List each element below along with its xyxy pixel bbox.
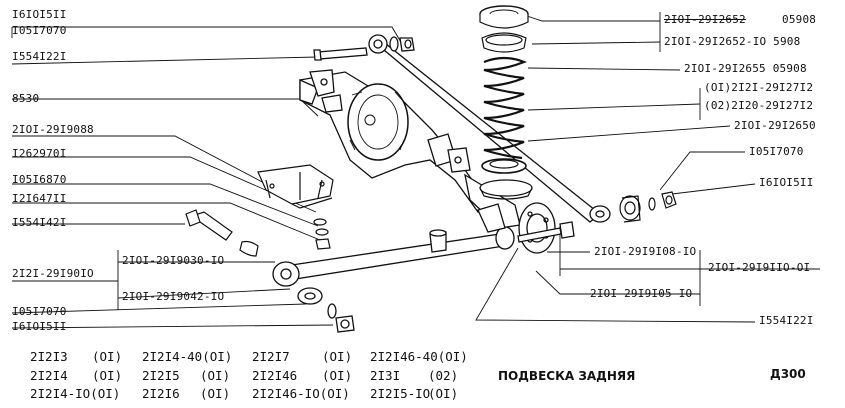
callout-r1a: 2IOI-29I2652 xyxy=(664,13,746,26)
wheel-hub xyxy=(517,202,575,254)
callout-r9: 2IOI-29I9I08-IO xyxy=(594,245,697,258)
callout-l6: I262970I xyxy=(12,147,67,160)
model-code: 2I2I46-40(OI) xyxy=(370,349,468,364)
callout-r10: 2IOI-29I9IIO-OI xyxy=(708,261,811,274)
page-code: Д300 xyxy=(770,367,806,381)
callout-l2: I05I7070 xyxy=(12,24,67,37)
callout-l4: 8530 xyxy=(12,92,40,105)
callout-l13: I05I7070 xyxy=(12,305,67,318)
callout-r2: 2IOI-29I2652-IO 5908 xyxy=(664,35,801,48)
callout-l14: I6IOI5II xyxy=(12,320,67,333)
model-code: 2I2I46 xyxy=(252,368,298,383)
callout-r1b: 05908 xyxy=(782,13,817,26)
model-code: (OI) xyxy=(92,349,123,364)
callout-l12: 2IOI-29I9042-IO xyxy=(122,290,225,303)
model-code: 2I3I xyxy=(370,368,401,383)
callout-l9: I554I42I xyxy=(12,216,67,229)
callout-l3: I554I22I xyxy=(12,50,67,63)
callout-r8: I6IOI5II xyxy=(759,176,814,189)
model-code: 2I2I6 xyxy=(142,386,180,401)
model-code: 2I2I5 xyxy=(142,368,180,383)
model-code: 2I2I5-IO xyxy=(370,386,431,401)
lower-trailing-arm xyxy=(272,203,515,333)
leader-lines xyxy=(11,12,820,329)
upper-trailing-arm xyxy=(313,34,611,223)
callout-r11: 2IOI-29I9I05-IO xyxy=(590,287,693,300)
callout-l10: 2I2I-29I90IO xyxy=(12,267,94,280)
model-code: (OI) xyxy=(322,368,353,383)
callout-r4: (OI)2I2I-29I27I2 xyxy=(704,81,814,94)
model-code: (OI) xyxy=(428,386,459,401)
coil-spring-assembly xyxy=(479,5,533,200)
model-code: 2I2I4 xyxy=(30,368,68,383)
callout-l7: I05I6870 xyxy=(12,173,67,186)
model-code: (OI) xyxy=(92,368,123,383)
model-code: 2I2I4-IO(OI) xyxy=(30,386,121,401)
model-code: (OI) xyxy=(200,368,231,383)
model-code: (02) xyxy=(428,368,459,383)
model-code: 2I2I46-IO(OI) xyxy=(252,386,350,401)
model-code: 2I2I3 xyxy=(30,349,68,364)
bracket-assembly xyxy=(185,164,334,257)
axle-housing xyxy=(299,69,521,229)
callout-r6: 2IOI-29I2650 xyxy=(734,119,816,132)
callout-l1: I6IOI5II xyxy=(12,8,67,21)
callout-l11: 2IOI-29I9030-IO xyxy=(122,254,225,267)
diagram-title: ПОДВЕСКА ЗАДНЯЯ xyxy=(498,369,636,383)
model-code: (OI) xyxy=(200,386,231,401)
callout-l8: I2I647II xyxy=(12,192,67,205)
model-code: 2I2I4-40(OI) xyxy=(142,349,233,364)
callout-r5: (02)2I20-29I27I2 xyxy=(704,99,814,112)
callout-r12: I554I22I xyxy=(759,314,814,327)
callout-l5: 2IOI-29I9088 xyxy=(12,123,94,136)
model-code: (OI) xyxy=(322,349,353,364)
callout-r7: I05I7070 xyxy=(749,145,804,158)
model-code: 2I2I7 xyxy=(252,349,290,364)
callout-r3: 2IOI-29I2655 05908 xyxy=(684,62,807,75)
right-bushing-parts xyxy=(619,191,677,223)
